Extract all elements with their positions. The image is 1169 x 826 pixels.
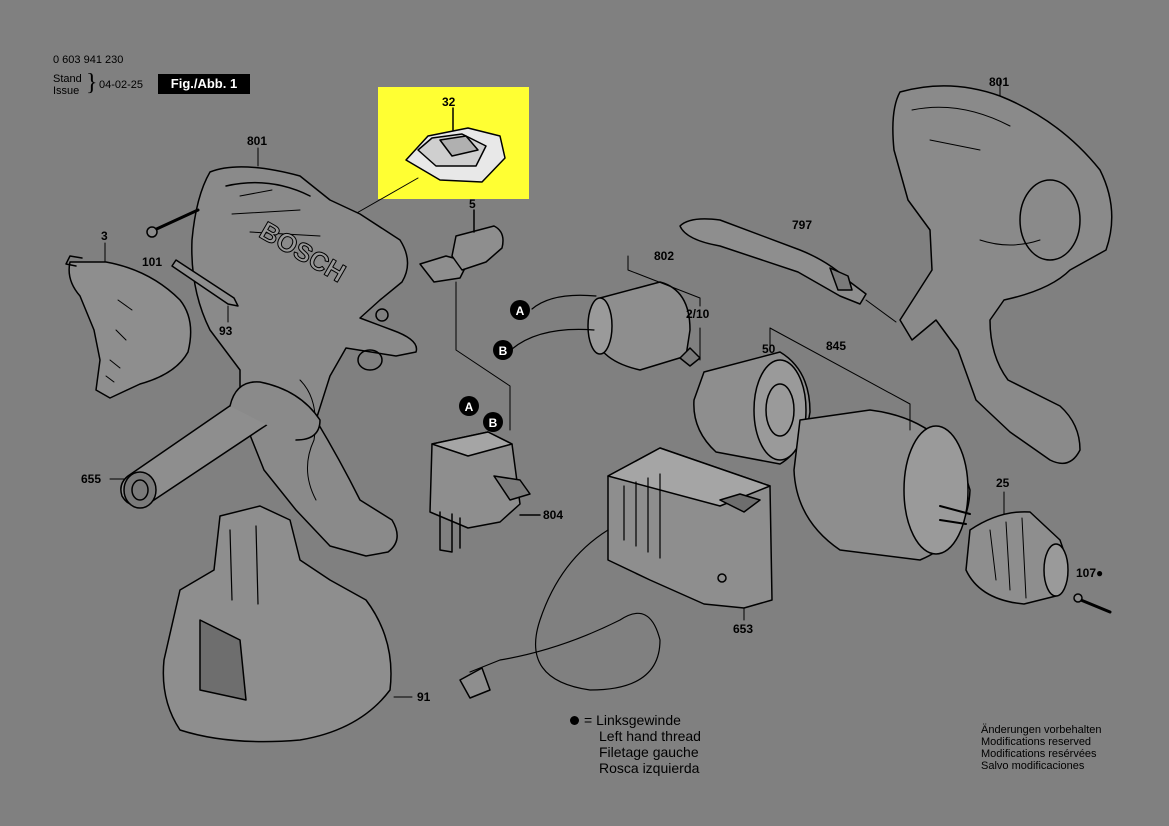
marker-b-motor: B	[493, 340, 513, 360]
mod-line-fr: Modifications resérvées	[981, 748, 1097, 760]
marker-a-switch: A	[459, 396, 479, 416]
part-91-battery-pack[interactable]	[162, 505, 413, 743]
mod-line-es: Salvo modificaciones	[981, 760, 1085, 772]
callout-653[interactable]: 653	[733, 622, 754, 636]
issue-label: Issue	[53, 85, 80, 97]
stand-label: Stand	[53, 73, 82, 85]
issue-date: 04-02-25	[99, 79, 144, 91]
callout-655[interactable]: 655	[81, 472, 102, 486]
legend-line-de: = Linksgewinde	[584, 712, 681, 728]
callout-2-10[interactable]: 2/10	[686, 307, 710, 321]
callout-25[interactable]: 25	[996, 476, 1010, 490]
callout-50[interactable]: 50	[762, 342, 776, 356]
part-101-screw[interactable]	[146, 208, 200, 238]
legend-line-en: Left hand thread	[599, 728, 701, 744]
part-number: 0 603 941 230	[53, 54, 124, 66]
callout-802[interactable]: 802	[654, 249, 675, 263]
part-25-chuck-sleeve[interactable]	[965, 491, 1069, 605]
callout-5[interactable]: 5	[469, 197, 476, 211]
mod-line-en: Modifications reserved	[981, 736, 1092, 748]
part-801-housing-left[interactable]	[191, 166, 418, 557]
modifications-note: Änderungen vorbehalten Modifications res…	[981, 724, 1101, 772]
callout-845[interactable]: 845	[826, 339, 847, 353]
callout-801-right[interactable]: 801	[989, 75, 1010, 89]
callout-91[interactable]: 91	[417, 690, 431, 704]
callout-101[interactable]: 101	[142, 255, 163, 269]
bullet-icon	[570, 716, 579, 725]
callout-797[interactable]: 797	[792, 218, 813, 232]
part-32-switch-cover[interactable]	[405, 107, 506, 183]
callout-3[interactable]: 3	[101, 229, 108, 243]
part-797-strap[interactable]	[679, 218, 897, 323]
callout-93[interactable]: 93	[219, 324, 233, 338]
marker-a-motor: A	[510, 300, 530, 320]
legend-line-es: Rosca izquierda	[599, 760, 700, 776]
part-801-housing-right[interactable]	[892, 79, 1113, 465]
svg-text:A: A	[516, 304, 525, 318]
callout-804[interactable]: 804	[543, 508, 564, 522]
part-804-switch[interactable]	[429, 431, 541, 553]
svg-text:B: B	[489, 416, 498, 430]
legend-line-fr: Filetage gauche	[599, 744, 699, 760]
part-802-motor[interactable]	[511, 281, 701, 371]
part-50-gearbox[interactable]	[693, 351, 811, 465]
part-655-side-handle[interactable]	[120, 381, 321, 509]
marker-b-switch: B	[483, 412, 503, 432]
part-93-screwdriver-bit[interactable]	[171, 259, 239, 307]
thread-legend: = Linksgewinde Left hand thread Filetage…	[570, 712, 701, 776]
part-653-charger[interactable]	[459, 447, 773, 699]
part-3-cover-plate[interactable]	[65, 255, 192, 399]
callout-32[interactable]: 32	[442, 95, 456, 109]
callout-107[interactable]: 107●	[1076, 566, 1104, 580]
callout-801-left[interactable]: 801	[247, 134, 268, 148]
part-107-screw[interactable]	[1073, 593, 1112, 614]
brace-icon: }	[86, 70, 98, 96]
svg-text:A: A	[465, 400, 474, 414]
part-5-switch-lever[interactable]	[419, 209, 504, 283]
svg-text:B: B	[499, 344, 508, 358]
mod-line-de: Änderungen vorbehalten	[981, 724, 1102, 736]
part-845-chuck-assembly[interactable]	[793, 409, 971, 561]
figure-label: Fig./Abb. 1	[158, 74, 250, 94]
